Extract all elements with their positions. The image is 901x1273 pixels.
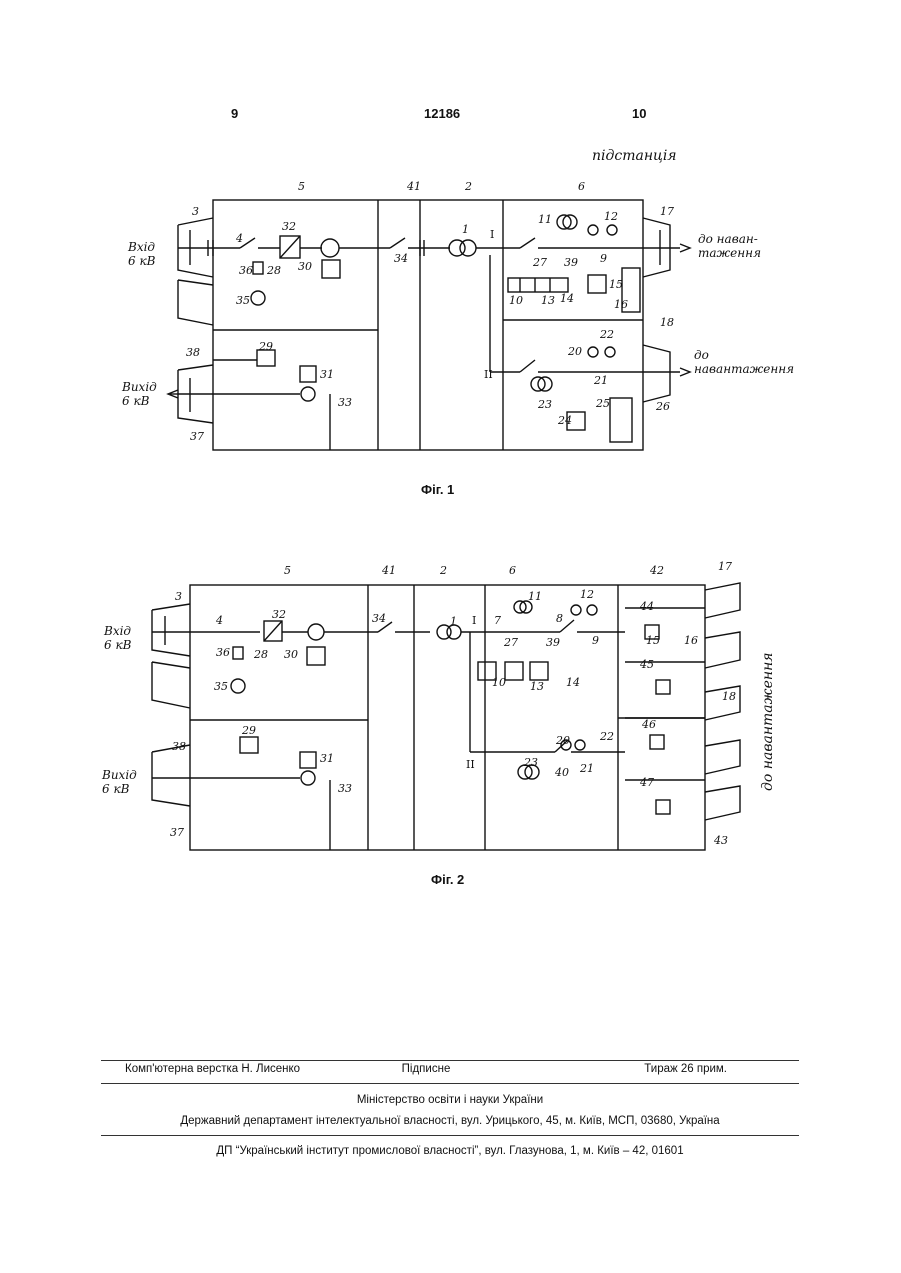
fig2-bus-1-label: I	[472, 614, 476, 627]
imprint-rule-middle	[101, 1083, 799, 1084]
fig2-bus-2-label: II	[466, 758, 475, 771]
circulation: Тираж 26 прим.	[526, 1063, 799, 1075]
fig2-reference-numerals: 1 2 3 4 5 6 7 8 9 10 11 12 13 14 15 16 1…	[0, 0, 901, 880]
department-line: Державний департамент інтелектуальної вл…	[101, 1115, 799, 1127]
ministry-line: Міністерство освіти і науки України	[101, 1094, 799, 1106]
fig2-caption: Фіг. 2	[431, 872, 464, 887]
imprint-rule-top	[101, 1060, 799, 1061]
institute-line: ДП “Український інститут промислової вла…	[101, 1145, 799, 1157]
signed-note: Підписне	[326, 1063, 527, 1075]
layout-credit: Комп'ютерна верстка Н. Лисенко	[101, 1063, 326, 1075]
imprint-row: Комп'ютерна верстка Н. Лисенко Підписне …	[101, 1063, 799, 1075]
imprint-rule-bottom	[101, 1135, 799, 1136]
